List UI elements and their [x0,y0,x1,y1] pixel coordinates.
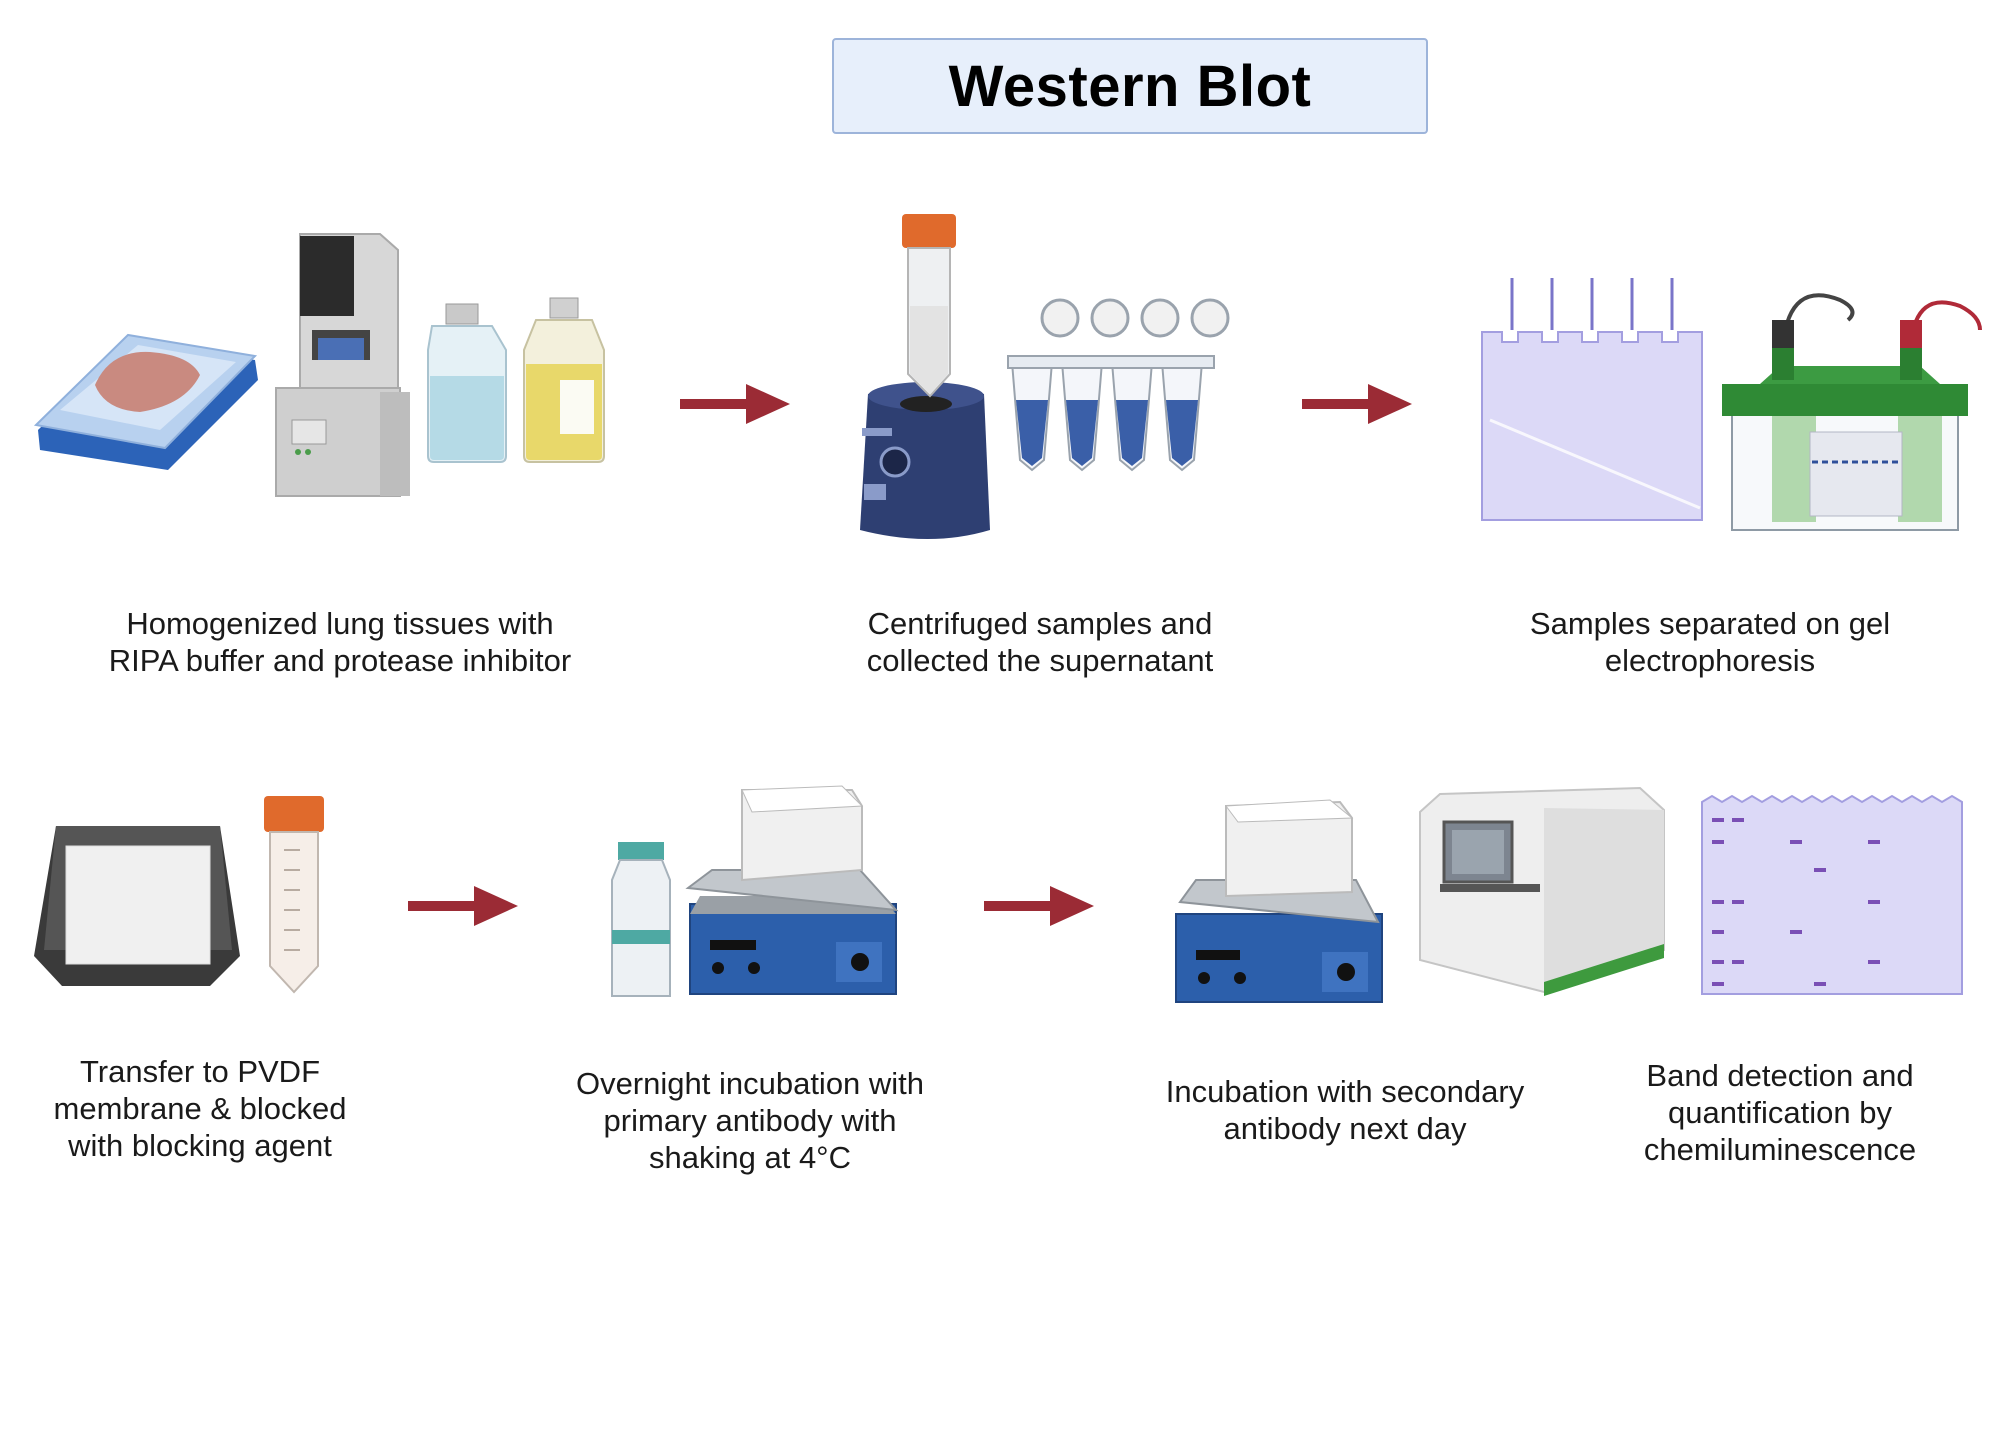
tissue-tray-icon [33,333,258,470]
buffer-bottle-icon [427,303,507,463]
step5-illustration [611,785,899,997]
homogenizer-icon [275,233,410,497]
vortex-mixer-icon [860,382,990,539]
diagram-title: Western Blot [948,53,1312,119]
step7-caption: Band detection and quantification by che… [1643,1058,1917,1167]
step3-illustration [1481,278,1982,531]
arrow-5-to-6 [984,886,1094,926]
step2-illustration [860,214,1230,539]
step3-caption: Samples separated on gel electrophoresis [1529,606,1891,678]
microtube-rack-icon [1007,298,1230,472]
step4-illustration [34,796,324,994]
western-blot-membrane-icon [1701,794,1963,995]
arrow-4-to-5 [408,886,518,926]
title-box: Western Blot [832,38,1428,134]
shaker-incubator-2-icon [1175,799,1383,1003]
step1-illustration [33,233,605,497]
conical-tube-icon [902,214,956,398]
blocking-tray-icon [34,826,240,986]
arrow-1-to-2 [680,384,790,424]
gel-comb-icon [1481,278,1703,521]
arrow-2-to-3 [1302,384,1412,424]
chemiluminescence-imager-icon [1419,786,1665,996]
step2-caption: Centrifuged samples and collected the su… [866,606,1214,678]
inhibitor-bottle-icon [523,297,605,463]
step5-caption: Overnight incubation with primary antibo… [575,1066,925,1175]
shaker-incubator-icon [685,785,899,995]
electrophoresis-tank-icon [1722,293,1982,531]
step6-caption: Incubation with secondary antibody next … [1165,1074,1525,1146]
step6-illustration [1175,799,1383,1003]
antibody-vial-icon [611,842,671,997]
step4-caption: Transfer to PVDF membrane & blocked with… [53,1054,347,1163]
falcon-tube-icon [264,796,324,994]
step7-illustration [1419,786,1963,996]
step1-caption: Homogenized lung tissues with RIPA buffe… [108,606,572,678]
